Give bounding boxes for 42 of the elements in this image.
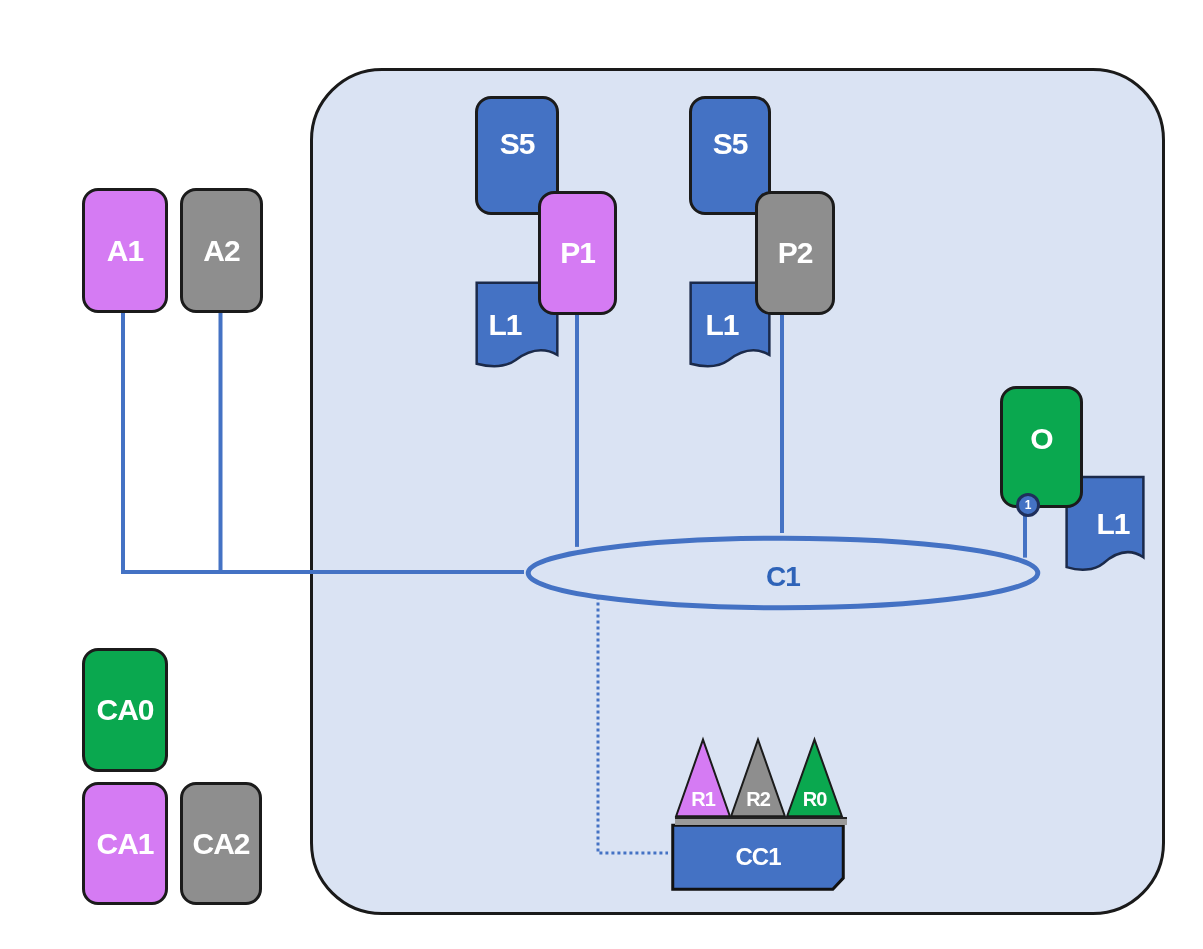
triangle-marker bbox=[730, 738, 786, 817]
node-label: R1 bbox=[691, 789, 715, 809]
node-label: CC1 bbox=[735, 845, 781, 869]
node-label: P1 bbox=[560, 238, 595, 268]
node-label: L1 bbox=[705, 310, 739, 340]
rounded-box bbox=[538, 191, 617, 315]
node-label: L1 bbox=[488, 310, 522, 340]
node-label: 1 bbox=[1024, 499, 1032, 511]
connector-line bbox=[1023, 514, 1027, 558]
rounded-box bbox=[82, 782, 168, 905]
node-label: R0 bbox=[802, 789, 827, 809]
rounded-box bbox=[755, 191, 835, 315]
node-label: A2 bbox=[203, 235, 240, 266]
port-circle bbox=[1016, 493, 1040, 517]
document-shape bbox=[689, 281, 771, 369]
node-label: S5 bbox=[499, 128, 535, 159]
node-label: R2 bbox=[746, 789, 770, 809]
node-label: C1 bbox=[766, 563, 800, 591]
node-label: P2 bbox=[777, 238, 813, 268]
node-label: S5 bbox=[712, 128, 748, 159]
rounded-box bbox=[1000, 386, 1083, 508]
connector-line bbox=[780, 312, 784, 533]
container-panel bbox=[310, 68, 1165, 915]
rounded-box bbox=[82, 188, 168, 313]
triangle-marker bbox=[675, 738, 731, 817]
triangle-marker bbox=[786, 738, 843, 817]
connector-line bbox=[575, 312, 579, 547]
node-label: CA0 bbox=[96, 695, 154, 725]
node-label: A1 bbox=[106, 235, 144, 266]
node-label: CA1 bbox=[96, 828, 154, 859]
node-label: CA2 bbox=[192, 828, 250, 859]
rounded-box bbox=[689, 96, 771, 215]
node-label: L1 bbox=[1096, 509, 1130, 539]
rounded-box bbox=[82, 648, 168, 772]
rounded-box bbox=[180, 188, 263, 313]
rounded-box bbox=[475, 96, 559, 215]
document-shape bbox=[475, 281, 559, 369]
tab-box bbox=[671, 824, 845, 890]
rounded-box bbox=[180, 782, 262, 905]
node-label: O bbox=[1030, 424, 1053, 454]
document-shape bbox=[1065, 475, 1145, 573]
ellipse-shape bbox=[523, 536, 1043, 610]
